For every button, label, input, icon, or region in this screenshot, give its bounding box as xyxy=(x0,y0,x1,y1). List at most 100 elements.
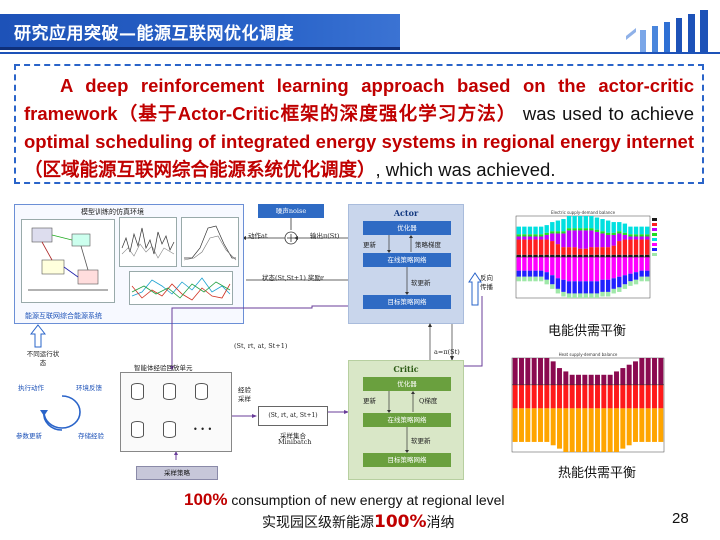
electric-balance-svg: Electric supply-demand balance xyxy=(515,210,657,299)
bar-segment xyxy=(561,247,566,255)
bar-segment xyxy=(583,216,588,229)
bar-segment xyxy=(620,408,626,449)
bar-segment xyxy=(600,257,605,280)
bar-segment xyxy=(589,230,594,248)
bar-segment xyxy=(544,257,549,273)
bar-segment xyxy=(645,408,651,442)
bar-segment xyxy=(538,270,544,277)
bar-segment xyxy=(527,239,533,255)
bar-segment xyxy=(572,281,577,294)
percentage-en: 100% xyxy=(184,490,228,509)
bar-segment xyxy=(572,230,577,248)
actor-grad-label: 策略梯度 xyxy=(415,241,441,249)
legend-swatch xyxy=(652,238,657,241)
bar-segment xyxy=(594,229,600,232)
bar-segment xyxy=(533,257,538,271)
action-label: 动作at xyxy=(248,232,268,240)
legend-swatch xyxy=(652,243,657,246)
backprop-label: 反向传播 xyxy=(480,274,493,291)
heat-balance-svg: Heat supply-demand balance xyxy=(511,352,665,453)
bar-segment xyxy=(594,217,600,230)
bar-segment xyxy=(538,276,544,282)
page-title: 研究应用突破—能源互联网优化调度 xyxy=(14,24,294,44)
legend-swatch xyxy=(652,223,657,226)
bar-segment xyxy=(544,384,550,409)
bar-segment xyxy=(588,408,594,452)
bar-segment xyxy=(595,374,600,385)
bar-segment xyxy=(516,226,521,235)
bar-segment xyxy=(527,257,533,271)
backprop-arrow-icon xyxy=(468,272,482,306)
bar-segment xyxy=(563,408,569,452)
actor-internal-arrows xyxy=(387,235,413,295)
bar-segment xyxy=(525,358,531,385)
bar-segment xyxy=(617,257,622,277)
bar-segment xyxy=(645,257,650,271)
consumption-text-en: consumption of new energy at regional le… xyxy=(227,492,505,508)
heat-balance-caption: 热能供需平衡 xyxy=(558,466,637,481)
abstract-goal: optimal scheduling of integrated energy … xyxy=(24,131,694,180)
critic-qgrad-label: Q梯度 xyxy=(419,397,438,405)
pv-curve-panel xyxy=(181,217,239,267)
bar-segment xyxy=(611,232,616,235)
bar-segment xyxy=(583,293,588,298)
bar-segment xyxy=(589,247,594,255)
chart-title: Electric supply-demand balance xyxy=(551,210,616,215)
bar-segment xyxy=(639,276,644,282)
network-topology-panel xyxy=(21,219,115,303)
bar-segment xyxy=(527,234,533,237)
bar-segment xyxy=(583,281,588,294)
bar-segment xyxy=(617,222,622,232)
bar-segment xyxy=(544,234,549,240)
bar-segment xyxy=(550,275,555,285)
bar-segment xyxy=(519,384,524,409)
consumption-post-cn: 消纳 xyxy=(426,515,455,531)
chart-frame xyxy=(511,357,665,453)
bar-segment xyxy=(527,276,533,282)
bar-segment xyxy=(550,241,555,255)
bar-segment xyxy=(626,384,632,409)
bar-segment xyxy=(600,233,605,248)
bar-segment xyxy=(588,374,594,385)
bar-segment xyxy=(522,254,527,257)
bar-segment xyxy=(544,358,550,385)
bar-segment xyxy=(563,371,569,385)
load-curve-graphic xyxy=(121,227,175,259)
critic-title: Critic xyxy=(393,364,419,374)
bar-segment xyxy=(538,236,544,240)
bar-segment xyxy=(557,408,562,449)
bar-segment xyxy=(527,254,533,257)
state-up-arrow-icon xyxy=(30,324,46,348)
bar-segment xyxy=(617,276,622,288)
bar-segment xyxy=(550,384,556,409)
buffer-db-icon xyxy=(163,421,176,438)
bar-segment xyxy=(522,239,527,255)
bar-segment xyxy=(622,232,628,235)
actor-target-network: 目标策略网络 xyxy=(363,295,451,309)
bar-segment xyxy=(555,278,561,289)
bar-segment xyxy=(645,384,651,409)
bar-segment xyxy=(533,226,538,235)
bar-segment xyxy=(533,270,538,277)
bar-segment xyxy=(645,239,650,255)
bar-segment xyxy=(531,358,537,385)
bar-segment xyxy=(578,216,583,229)
bar-segment xyxy=(538,254,544,257)
bar-segment xyxy=(600,254,605,257)
bar-segment xyxy=(550,222,555,232)
sim-env-title: 模型训练的仿真环境 xyxy=(81,208,144,216)
bar-segment xyxy=(533,239,538,255)
bar-segment xyxy=(639,408,645,442)
critic-online-network: 在线策略网络 xyxy=(363,413,451,427)
bar-segment xyxy=(522,270,527,277)
bar-segment xyxy=(583,248,588,255)
bar-segment xyxy=(512,408,518,442)
bar-segment xyxy=(533,236,538,240)
bar-segment xyxy=(595,408,600,452)
bar-segment xyxy=(566,293,572,298)
bar-segment xyxy=(555,254,561,257)
actor-soft-update-label: 软更新 xyxy=(411,279,431,287)
consumption-statement-cn: 实现园区级新能源100%消纳 xyxy=(262,512,455,532)
bar-segment xyxy=(527,270,533,277)
bar-segment xyxy=(626,408,632,446)
